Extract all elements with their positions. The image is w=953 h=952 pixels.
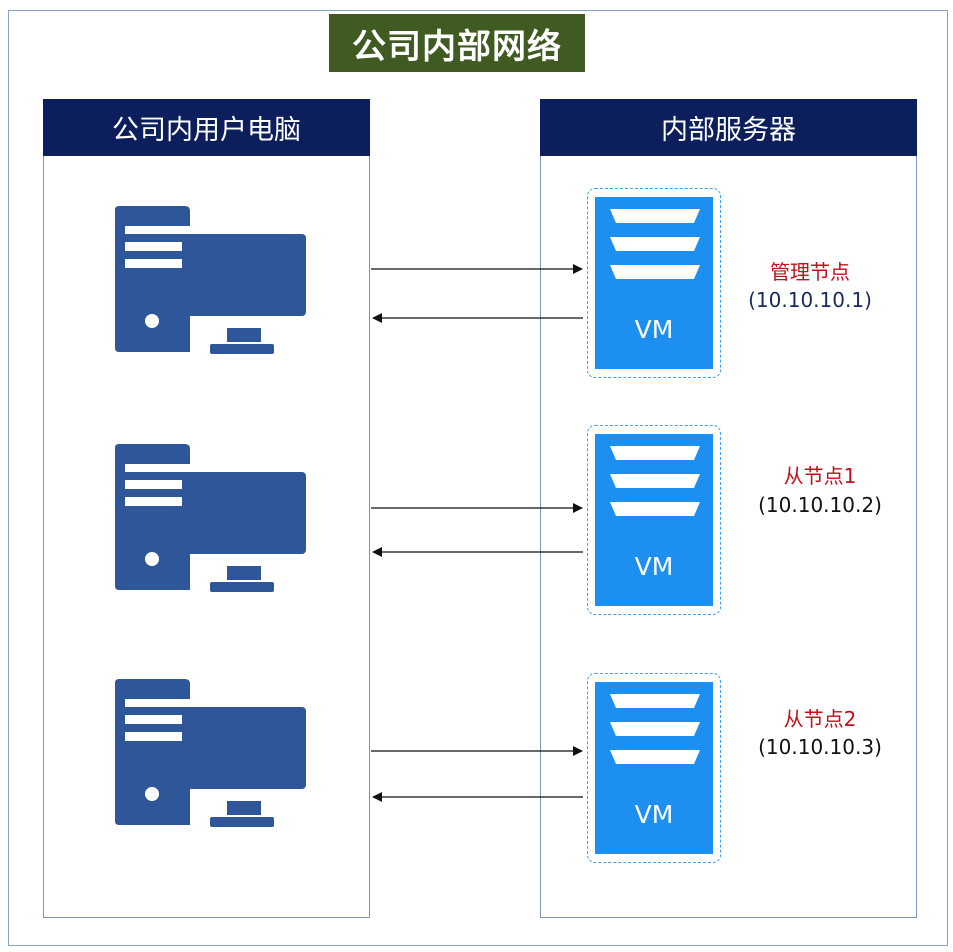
desktop-computer-icon <box>115 444 306 592</box>
vm-label: VM <box>634 315 674 344</box>
servers-header: 内部服务器 <box>540 99 917 156</box>
server-vm-icon: VM <box>595 682 713 854</box>
diagram-title: 公司内部网络 <box>329 14 585 72</box>
vm-label: VM <box>634 552 674 581</box>
vm-label: VM <box>634 800 674 829</box>
node-name-slave-2: 从节点2 <box>783 707 857 731</box>
desktop-computer-icon <box>115 679 306 827</box>
desktop-computer-icon <box>115 206 306 354</box>
vm-server-management: VM <box>587 188 721 378</box>
vm-server-slave-1: VM <box>587 425 721 615</box>
node-ip-slave-1: (10.10.10.2) <box>758 493 882 517</box>
user-computers-header: 公司内用户电脑 <box>43 99 370 156</box>
server-vm-icon: VM <box>595 434 713 606</box>
node-ip-management: (10.10.10.1) <box>748 288 872 312</box>
node-name-management: 管理节点 <box>770 260 850 284</box>
node-name-slave-1: 从节点1 <box>783 464 857 488</box>
node-ip-slave-2: (10.10.10.3) <box>758 735 882 759</box>
server-vm-icon: VM <box>595 197 713 369</box>
vm-server-slave-2: VM <box>587 673 721 863</box>
diagram-frame <box>8 10 948 946</box>
